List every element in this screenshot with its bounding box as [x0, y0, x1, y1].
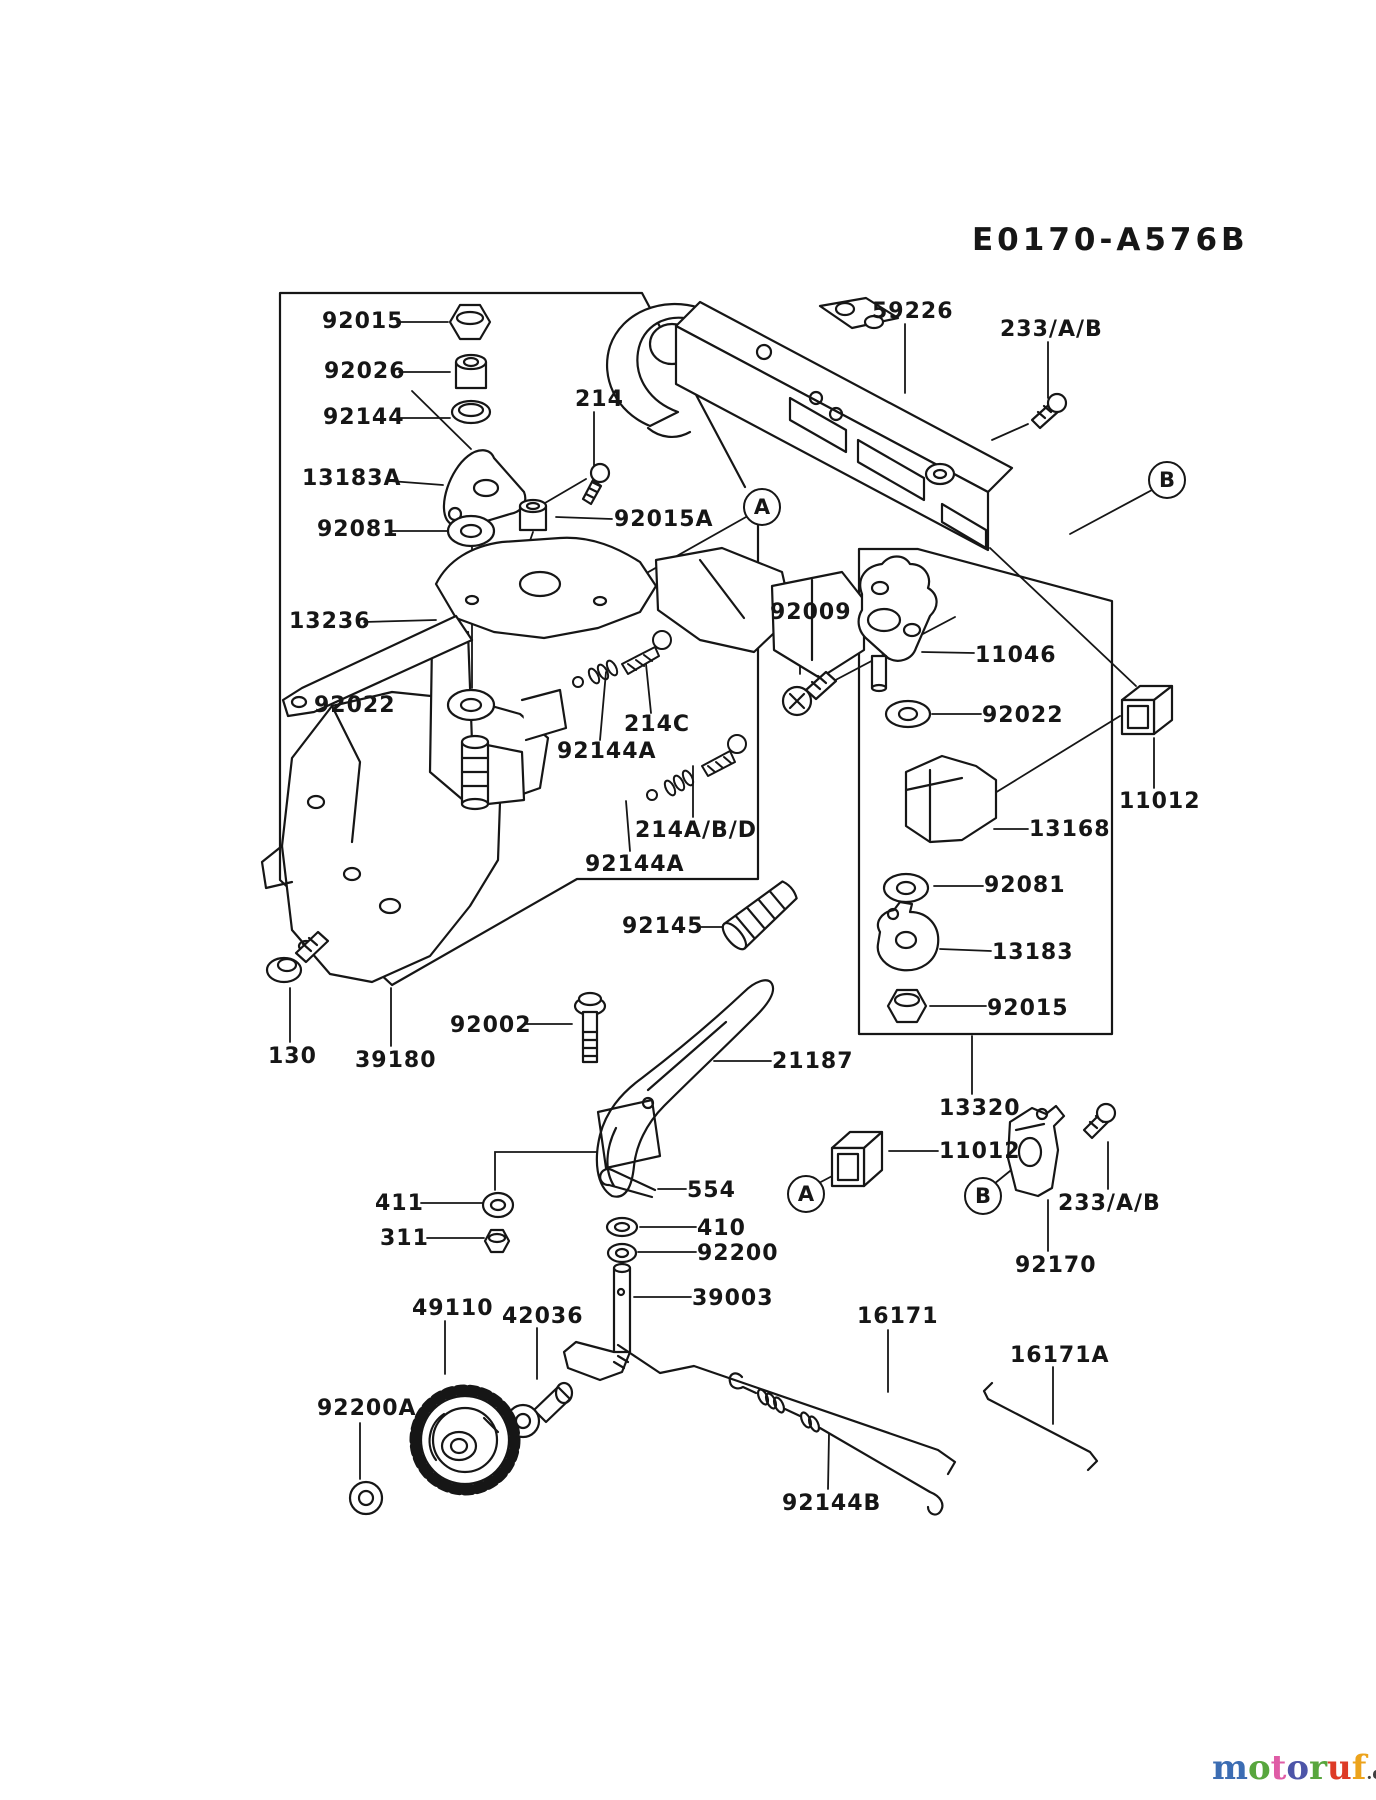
part-label-92081: 92081	[317, 517, 399, 542]
part-label-11046: 11046	[975, 643, 1057, 668]
ref-marker-B: B	[964, 1177, 1002, 1215]
watermark-suffix: .de	[1366, 1764, 1376, 1784]
watermark-letter: f	[1351, 1748, 1367, 1788]
part-label-92144B: 92144B	[782, 1491, 882, 1516]
part-label-92022: 92022	[314, 693, 396, 718]
part-drawing-rods	[616, 1343, 1099, 1516]
part-drawing-bushings-11012	[830, 684, 1174, 1188]
part-label-214: 214	[575, 387, 624, 412]
part-label-214ABD: 214A/B/D	[635, 818, 758, 843]
part-drawing-bolts	[265, 670, 838, 1064]
part-label-130: 130	[268, 1044, 317, 1069]
part-label-92081: 92081	[984, 873, 1066, 898]
part-label-92144A: 92144A	[585, 852, 685, 877]
part-label-410: 410	[697, 1216, 746, 1241]
part-label-21187: 21187	[772, 1049, 854, 1074]
part-label-92026: 92026	[324, 359, 406, 384]
part-label-92200: 92200	[697, 1241, 779, 1266]
part-label-92009: 92009	[770, 600, 852, 625]
part-drawing-rightbox-parts	[857, 555, 998, 1024]
part-label-49110: 49110	[412, 1296, 494, 1321]
part-label-13236: 13236	[289, 609, 371, 634]
watermark-letter: m	[1212, 1748, 1248, 1788]
part-label-16171A: 16171A	[1010, 1343, 1110, 1368]
part-drawing-screw-sets	[572, 630, 747, 801]
part-label-311: 311	[380, 1226, 429, 1251]
part-label-39003: 39003	[692, 1286, 774, 1311]
part-label-554: 554	[687, 1178, 736, 1203]
part-label-39180: 39180	[355, 1048, 437, 1073]
part-label-92015: 92015	[322, 309, 404, 334]
part-label-214C: 214C	[624, 712, 691, 737]
part-label-11012: 11012	[939, 1139, 1021, 1164]
part-label-233AB: 233/A/B	[1000, 317, 1103, 342]
part-label-92002: 92002	[450, 1013, 532, 1038]
part-drawing-panel-59226	[605, 296, 1014, 552]
part-label-92144A: 92144A	[557, 739, 657, 764]
part-label-13183A: 13183A	[302, 466, 402, 491]
part-label-13183: 13183	[992, 940, 1074, 965]
ref-marker-A: A	[743, 488, 781, 526]
part-label-233AB: 233/A/B	[1058, 1191, 1161, 1216]
part-drawing-lever-group	[481, 880, 798, 1264]
part-label-13320: 13320	[939, 1096, 1021, 1121]
part-drawing-92170-and-screws	[1006, 392, 1117, 1198]
part-label-92170: 92170	[1015, 1253, 1097, 1278]
part-drawing-chassis-39180	[260, 690, 550, 984]
part-label-92145: 92145	[622, 914, 704, 939]
part-label-16171: 16171	[857, 1304, 939, 1329]
part-label-411: 411	[375, 1191, 424, 1216]
ref-marker-A: A	[787, 1175, 825, 1213]
watermark-letter: r	[1309, 1748, 1327, 1788]
watermark-letter: t	[1270, 1748, 1287, 1788]
part-drawing-assembly-13236	[281, 536, 866, 811]
watermark-letter: o	[1247, 1748, 1271, 1788]
part-label-59226: 59226	[872, 299, 954, 324]
watermark-letter: o	[1286, 1748, 1310, 1788]
motoruf-watermark[interactable]: motoruf.de	[1212, 1748, 1376, 1794]
diagram-code: E0170-A576B	[972, 222, 1249, 258]
ref-marker-B: B	[1148, 461, 1186, 499]
part-label-11012: 11012	[1119, 789, 1201, 814]
part-label-13168: 13168	[1029, 817, 1111, 842]
part-label-92015: 92015	[987, 996, 1069, 1021]
part-label-42036: 42036	[502, 1304, 584, 1329]
part-drawing-topleft-stack	[442, 303, 611, 722]
part-label-92200A: 92200A	[317, 1396, 417, 1421]
part-drawing-governor-group	[348, 1262, 632, 1516]
part-label-92015A: 92015A	[614, 507, 714, 532]
watermark-letter: u	[1327, 1748, 1352, 1788]
part-label-92144: 92144	[323, 405, 405, 430]
part-label-92022: 92022	[982, 703, 1064, 728]
